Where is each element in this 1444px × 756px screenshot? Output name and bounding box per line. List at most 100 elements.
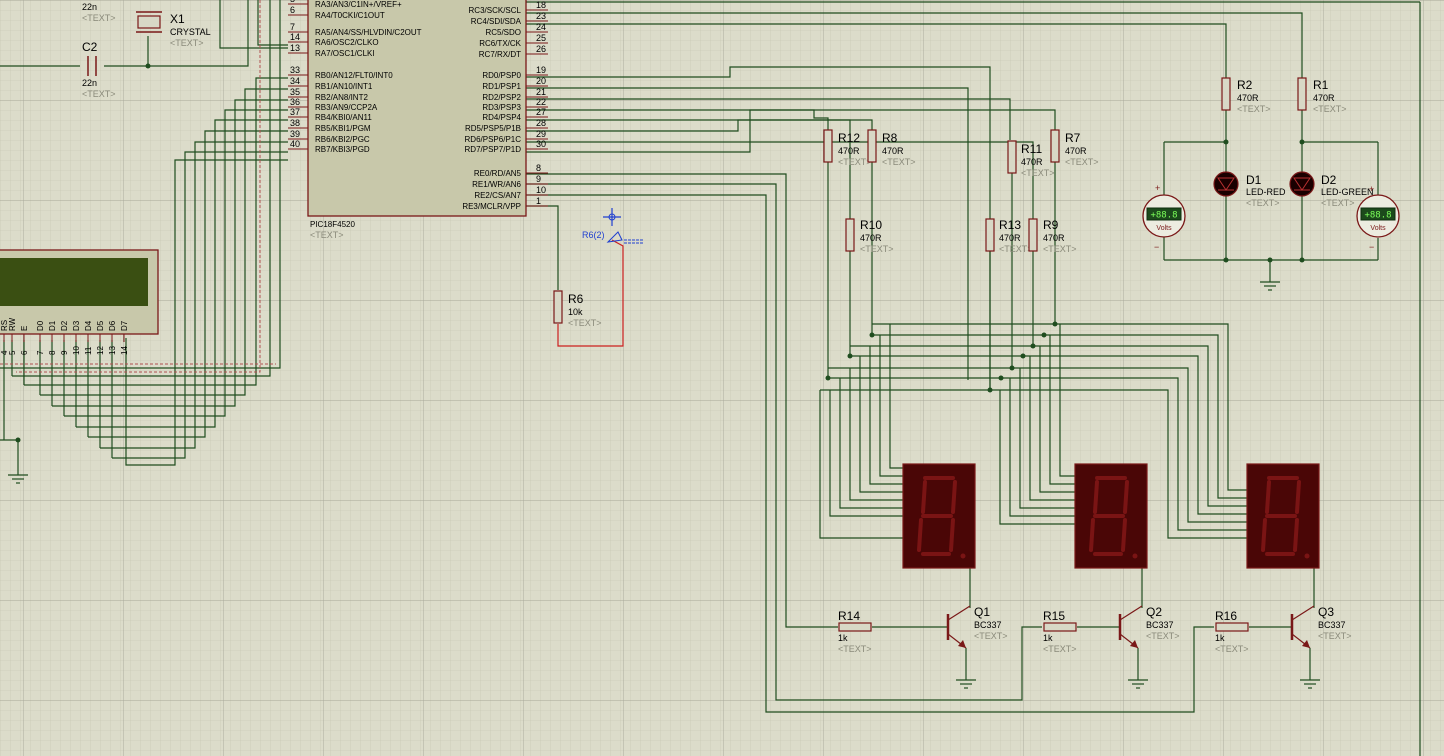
mcu-pin-label: RC7/RX/DT bbox=[479, 50, 521, 59]
resistor-value: 10k bbox=[568, 307, 583, 317]
lcd-pin-label: D3 bbox=[72, 320, 81, 331]
mcu-pin-number: 5 bbox=[290, 0, 295, 4]
capacitor-c2[interactable]: C2 22n <TEXT> bbox=[82, 40, 116, 99]
mcu-pin-number: 38 bbox=[290, 118, 300, 128]
lcd-pin-number: 4 bbox=[0, 350, 9, 355]
resistor-ref: R8 bbox=[882, 131, 898, 145]
led-d2[interactable]: D2 LED-GREEN <TEXT> bbox=[1289, 171, 1374, 208]
svg-text:−: − bbox=[1369, 242, 1374, 252]
seven-segment-display[interactable] bbox=[902, 463, 976, 569]
mcu-pin-label: RA3/AN3/C1IN+/VREF+ bbox=[315, 0, 402, 9]
mcu-pin-number: 34 bbox=[290, 76, 300, 86]
mcu-pin-label: RE3/MCLR/VPP bbox=[462, 202, 521, 211]
mcu-pin-number: 37 bbox=[290, 107, 300, 117]
transistor-ref: Q1 bbox=[974, 605, 990, 619]
resistor-text: <TEXT> bbox=[1043, 244, 1077, 254]
resistor-text: <TEXT> bbox=[1021, 168, 1055, 178]
mcu-pin-number: 10 bbox=[536, 185, 546, 195]
mcu-pin-label: RD4/PSP4 bbox=[482, 113, 521, 122]
cap-c2-value: 22n bbox=[82, 78, 97, 88]
voltage-probe[interactable]: R6(2) bbox=[582, 208, 644, 244]
mcu-pin-label: RA4/T0CKI/C1OUT bbox=[315, 11, 385, 20]
cap-c2-text: <TEXT> bbox=[82, 89, 116, 99]
seven-segment-display[interactable] bbox=[1074, 463, 1148, 569]
transistor-text: <TEXT> bbox=[974, 631, 1008, 641]
resistor-ref: R11 bbox=[1021, 142, 1042, 156]
transistor-ref: Q2 bbox=[1146, 605, 1162, 619]
mcu-pin-number: 28 bbox=[536, 118, 546, 128]
led-d2-text: <TEXT> bbox=[1321, 198, 1355, 208]
resistor-value: 1k bbox=[1215, 633, 1225, 643]
resistor-text: <TEXT> bbox=[860, 244, 894, 254]
crystal-x1[interactable]: X1 CRYSTAL <TEXT> bbox=[136, 11, 211, 48]
lcd-pin-label: D7 bbox=[120, 320, 129, 331]
mcu-pic18f4520[interactable]: 5RA3/AN3/C1IN+/VREF+6RA4/T0CKI/C1OUT7RA5… bbox=[288, 0, 548, 240]
resistor-text: <TEXT> bbox=[1313, 104, 1347, 114]
resistor-value: 1k bbox=[1043, 633, 1053, 643]
crystal-text: <TEXT> bbox=[170, 38, 204, 48]
resistor-value: 470R bbox=[1313, 93, 1335, 103]
resistor-value: 470R bbox=[1237, 93, 1259, 103]
voltmeter-1[interactable]: +88.8 Volts + − bbox=[1142, 183, 1186, 252]
mcu-pin-label: RC6/TX/CK bbox=[479, 39, 521, 48]
resistor-value: 470R bbox=[1021, 157, 1043, 167]
voltmeter-2[interactable]: +88.8 Volts + − bbox=[1356, 184, 1400, 252]
capacitor-c1[interactable]: 22n <TEXT> bbox=[82, 2, 116, 23]
resistor-ref: R6 bbox=[568, 292, 584, 306]
mcu-pin-number: 30 bbox=[536, 139, 546, 149]
ground-symbols bbox=[8, 281, 1320, 689]
mcu-pin-number: 33 bbox=[290, 65, 300, 75]
mcu-pin-number: 1 bbox=[536, 196, 541, 206]
mcu-pin-number: 25 bbox=[536, 33, 546, 43]
resistor-ref: R2 bbox=[1237, 78, 1253, 92]
resistor-value: 470R bbox=[882, 146, 904, 156]
mcu-pin-label: RD2/PSP2 bbox=[482, 93, 521, 102]
mcu-pin-number: 26 bbox=[536, 44, 546, 54]
mcu-pin-label: RC4/SDI/SDA bbox=[471, 17, 522, 26]
resistor-value: 470R bbox=[1043, 233, 1065, 243]
led-d1-ref: D1 bbox=[1246, 173, 1262, 187]
cap-c1-value: 22n bbox=[82, 2, 97, 12]
lcd-pin-label: D4 bbox=[84, 320, 93, 331]
resistor-ref: R14 bbox=[838, 609, 860, 623]
led-d1-text: <TEXT> bbox=[1246, 198, 1280, 208]
lcd-pin-label: RW bbox=[8, 317, 17, 331]
mcu-pin-label: RB3/AN9/CCP2A bbox=[315, 103, 378, 112]
led-d2-ref: D2 bbox=[1321, 173, 1337, 187]
crystal-value: CRYSTAL bbox=[170, 27, 211, 37]
mcu-pin-label: RB4/KBI0/AN11 bbox=[315, 113, 372, 122]
mcu-pin-label: RB2/AN8/INT2 bbox=[315, 93, 368, 102]
ground-symbol bbox=[1260, 281, 1280, 291]
mcu-pin-label: RA5/AN4/SS/HLVDIN/C2OUT bbox=[315, 28, 422, 37]
resistor-ref: R13 bbox=[999, 218, 1021, 232]
voltmeter-2-reading: +88.8 bbox=[1364, 211, 1391, 221]
resistor-ref: R9 bbox=[1043, 218, 1059, 232]
led-d1[interactable]: D1 LED-RED <TEXT> bbox=[1213, 171, 1286, 208]
resistor-text: <TEXT> bbox=[1237, 104, 1271, 114]
resistor-value: 470R bbox=[838, 146, 860, 156]
resistor-text: <TEXT> bbox=[1065, 157, 1099, 167]
resistors: R610k<TEXT>R12470R<TEXT>R8470R<TEXT>R104… bbox=[553, 77, 1347, 654]
seven-segment-display[interactable] bbox=[1246, 463, 1320, 569]
mcu-pin-label: RD6/PSP6/P1C bbox=[465, 135, 522, 144]
led-d1-value: LED-RED bbox=[1246, 187, 1286, 197]
